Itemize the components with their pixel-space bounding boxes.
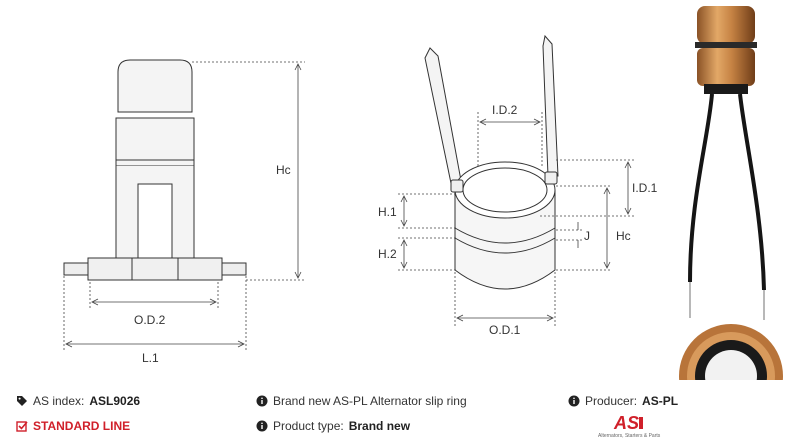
dim-label-l1: L.1 bbox=[142, 351, 159, 365]
product-type-value: Brand new bbox=[348, 419, 411, 433]
left-side-view-drawing bbox=[63, 59, 247, 281]
left-dimension-lines bbox=[63, 61, 305, 350]
as-index-row: AS index: ASL9026 bbox=[16, 394, 140, 408]
dim-label-od2: O.D.2 bbox=[134, 313, 166, 327]
product-type-row: Product type: Brand new bbox=[256, 419, 410, 433]
product-photo-top bbox=[679, 324, 783, 380]
description-row: Brand new AS-PL Alternator slip ring bbox=[256, 394, 467, 408]
logo-tagline: Alternators, Starters & Parts bbox=[598, 433, 661, 439]
product-photo-side bbox=[688, 6, 766, 320]
product-type-label: Product type: bbox=[273, 419, 344, 433]
tag-icon bbox=[16, 395, 28, 407]
dim-label-h1: H.1 bbox=[378, 205, 397, 219]
info-icon bbox=[568, 395, 580, 407]
standard-line-label: STANDARD LINE bbox=[33, 419, 131, 433]
producer-row: Producer: AS-PL bbox=[568, 394, 678, 408]
dim-label-hc-middle: Hc bbox=[616, 229, 631, 243]
producer-label: Producer: bbox=[585, 394, 638, 408]
producer-value: AS-PL bbox=[642, 394, 679, 408]
dim-label-od1: O.D.1 bbox=[489, 323, 521, 337]
check-square-icon bbox=[16, 420, 28, 432]
as-index-label: AS index: bbox=[33, 394, 85, 408]
dim-label-id2: I.D.2 bbox=[492, 103, 518, 117]
logo-text: AS bbox=[613, 413, 639, 433]
dim-label-id1: I.D.1 bbox=[632, 181, 658, 195]
info-icon bbox=[256, 395, 268, 407]
dim-label-h2: H.2 bbox=[378, 247, 397, 261]
middle-dimension-lines bbox=[398, 112, 634, 326]
dim-label-j: J bbox=[584, 229, 590, 243]
standard-line-row: STANDARD LINE bbox=[16, 419, 130, 433]
dim-label-hc-left: Hc bbox=[276, 163, 291, 177]
info-icon bbox=[256, 420, 268, 432]
technical-drawings: Hc O.D.2 L.1 bbox=[63, 6, 783, 380]
description-text: Brand new AS-PL Alternator slip ring bbox=[273, 394, 467, 408]
as-logo: AS Alternators, Starters & Parts bbox=[598, 409, 698, 439]
as-index-value: ASL9026 bbox=[89, 394, 141, 408]
middle-ring-drawing bbox=[424, 34, 559, 290]
